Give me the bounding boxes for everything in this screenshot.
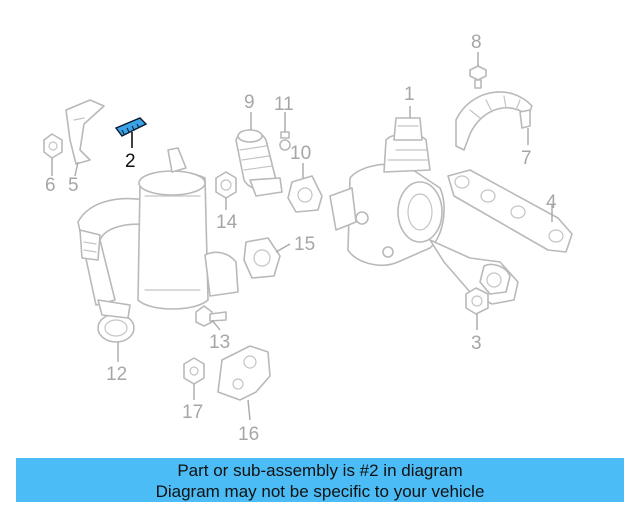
callout-3: 3 <box>471 333 482 354</box>
exploded-parts-diagram: 1 2 3 4 5 6 7 8 9 10 11 12 13 14 15 16 1… <box>43 32 573 445</box>
catalytic-converter <box>137 147 239 310</box>
callout-6: 6 <box>45 175 56 196</box>
part-5-heat-shield <box>65 99 105 165</box>
part-8-bolt <box>469 65 487 89</box>
leader-lines <box>51 52 553 421</box>
callout-9: 9 <box>244 92 255 113</box>
callout-15: 15 <box>294 234 315 255</box>
part-6-nut <box>43 133 63 159</box>
callout-11: 11 <box>274 94 294 115</box>
banner-line-disclaimer: Diagram may not be specific to your vehi… <box>155 482 485 501</box>
part-4-manifold-gasket <box>447 169 573 253</box>
callout-5: 5 <box>68 175 79 196</box>
callout-1: 1 <box>404 84 415 105</box>
callout-13: 13 <box>209 332 230 353</box>
part-9-flex-connector <box>235 129 283 197</box>
part-14-nut <box>215 171 237 199</box>
part-11-bolt <box>279 131 291 151</box>
part-7-heat-shield <box>455 91 533 151</box>
callout-17: 17 <box>182 402 203 423</box>
part-16-bracket <box>217 345 271 401</box>
callout-4: 4 <box>546 192 557 213</box>
part-3-nut <box>465 287 489 315</box>
exhaust-manifold <box>429 239 519 305</box>
turbocharger <box>329 117 445 266</box>
callout-16: 16 <box>238 424 259 445</box>
callout-14: 14 <box>216 212 238 233</box>
callout-2: 2 <box>125 151 136 172</box>
callout-12: 12 <box>106 364 127 385</box>
banner-line-part-number: Part or sub-assembly is #2 in diagram <box>177 461 463 480</box>
callout-labels: 1 2 3 4 5 6 7 8 9 10 11 12 13 14 15 16 1… <box>45 32 557 445</box>
callout-7: 7 <box>521 148 532 169</box>
part-13-bolt <box>195 305 227 327</box>
part-17-nut <box>183 357 205 385</box>
part-10-gasket <box>287 175 323 213</box>
info-banner: Part or sub-assembly is #2 in diagram Di… <box>16 458 624 502</box>
part-15-gasket <box>243 237 281 279</box>
callout-10: 10 <box>290 143 311 164</box>
callout-8: 8 <box>471 32 482 53</box>
part-2-stud-highlighted <box>114 117 148 137</box>
